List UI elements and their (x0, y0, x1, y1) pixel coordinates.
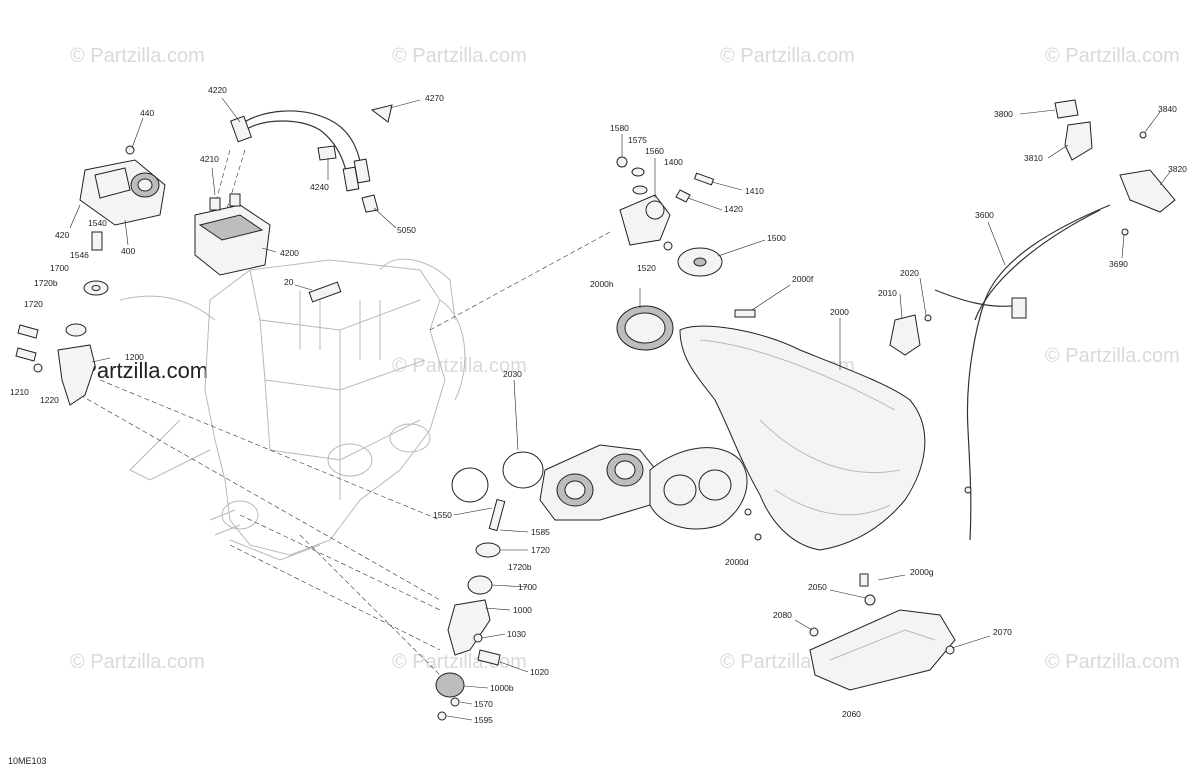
callout-20[interactable]: 20 (284, 277, 294, 287)
callout-4220[interactable]: 4220 (208, 85, 227, 95)
callout-3820[interactable]: 3820 (1168, 164, 1187, 174)
callout-3840[interactable]: 3840 (1158, 104, 1177, 114)
left-hardware-stack[interactable] (15, 231, 109, 406)
callout-1700[interactable]: 1700 (50, 263, 69, 273)
callout-2000h[interactable]: 2000h (590, 279, 614, 289)
assembly-lines (79, 149, 611, 691)
callout-1720-lower[interactable]: 1720 (531, 545, 550, 555)
callout-3600[interactable]: 3600 (975, 210, 994, 220)
callout-2080[interactable]: 2080 (773, 610, 792, 620)
callout-4240[interactable]: 4240 (310, 182, 329, 192)
watermark: © Partzilla.com (392, 355, 527, 377)
callout-4210[interactable]: 4210 (200, 154, 219, 164)
callout-1200[interactable]: 1200 (125, 352, 144, 362)
actuator-400[interactable] (79, 145, 166, 226)
callout-1570[interactable]: 1570 (474, 699, 493, 709)
callout-2030[interactable]: 2030 (503, 369, 522, 379)
callout-4200[interactable]: 4200 (280, 248, 299, 258)
callout-1550[interactable]: 1550 (433, 510, 452, 520)
callout-5050[interactable]: 5050 (397, 225, 416, 235)
callout-1580[interactable]: 1580 (610, 123, 629, 133)
callout-2000g[interactable]: 2000g (910, 567, 934, 577)
watermark: © Partzilla.com (392, 45, 527, 67)
pin-20[interactable] (308, 281, 342, 303)
callout-400[interactable]: 400 (121, 246, 135, 256)
callout-4270[interactable]: 4270 (425, 93, 444, 103)
callout-3690[interactable]: 3690 (1109, 259, 1128, 269)
callout-1595[interactable]: 1595 (474, 715, 493, 725)
callout-1720b-lower[interactable]: 1720b (508, 562, 532, 572)
callout-labels: 440 420 400 4220 4270 4210 4240 4200 505… (10, 85, 1187, 725)
callout-2000[interactable]: 2000 (830, 307, 849, 317)
seal-2000h[interactable] (616, 305, 674, 351)
callout-1700-lower[interactable]: 1700 (518, 582, 537, 592)
callout-1720[interactable]: 1720 (24, 299, 43, 309)
leader-lines (69, 97, 1171, 721)
clamp-2030[interactable] (451, 451, 544, 503)
watermark: © Partzilla.com (1045, 651, 1180, 673)
callout-1520[interactable]: 1520 (637, 263, 656, 273)
callout-1000[interactable]: 1000 (513, 605, 532, 615)
callout-1560[interactable]: 1560 (645, 146, 664, 156)
callout-1410[interactable]: 1410 (745, 186, 764, 196)
callout-2050[interactable]: 2050 (808, 582, 827, 592)
callout-1400[interactable]: 1400 (664, 157, 683, 167)
callout-1540[interactable]: 1540 (88, 218, 107, 228)
callout-1000b[interactable]: 1000b (490, 683, 514, 693)
callout-1575[interactable]: 1575 (628, 135, 647, 145)
watermark: © Partzilla.com (1045, 45, 1180, 67)
watermark: © Partzilla.com (70, 45, 205, 67)
callout-1720b[interactable]: 1720b (34, 278, 58, 288)
airbox-2000[interactable] (679, 309, 926, 551)
callout-1585[interactable]: 1585 (531, 527, 550, 537)
diagram-reference-code: 10ME103 (8, 756, 47, 766)
callout-2010[interactable]: 2010 (878, 288, 897, 298)
cable-3600[interactable] (934, 99, 1176, 541)
callout-440[interactable]: 440 (140, 108, 154, 118)
callout-2000d[interactable]: 2000d (725, 557, 749, 567)
callout-1546[interactable]: 1546 (70, 250, 89, 260)
callout-2000f[interactable]: 2000f (792, 274, 814, 284)
sensor-1400[interactable] (616, 156, 723, 277)
ignition-coil-4200[interactable] (194, 193, 271, 276)
engine-outline (119, 258, 466, 561)
watermark: © Partzilla.com (720, 45, 855, 67)
watermark: © Partzilla.com (1045, 345, 1180, 367)
watermark: © Partzilla.com (70, 651, 205, 673)
callout-3810[interactable]: 3810 (1024, 153, 1043, 163)
callout-1020[interactable]: 1020 (530, 667, 549, 677)
callout-1210[interactable]: 1210 (10, 387, 29, 397)
mount-1000-stack[interactable] (435, 498, 506, 721)
watermarks: © Partzilla.com © Partzilla.com © Partzi… (66, 45, 1180, 673)
callout-2070[interactable]: 2070 (993, 627, 1012, 637)
callout-3800[interactable]: 3800 (994, 109, 1013, 119)
callout-2060[interactable]: 2060 (842, 709, 861, 719)
callout-420[interactable]: 420 (55, 230, 69, 240)
watermark: © Partzilla.com (392, 651, 527, 673)
wire-harness-4220[interactable] (230, 104, 393, 213)
bracket-2010[interactable] (889, 314, 932, 356)
callout-1420[interactable]: 1420 (724, 204, 743, 214)
callout-1030[interactable]: 1030 (507, 629, 526, 639)
callout-1500[interactable]: 1500 (767, 233, 786, 243)
tray-2060[interactable] (744, 508, 956, 691)
callout-2020[interactable]: 2020 (900, 268, 919, 278)
intake-adapter[interactable] (539, 444, 748, 530)
callout-1220[interactable]: 1220 (40, 395, 59, 405)
